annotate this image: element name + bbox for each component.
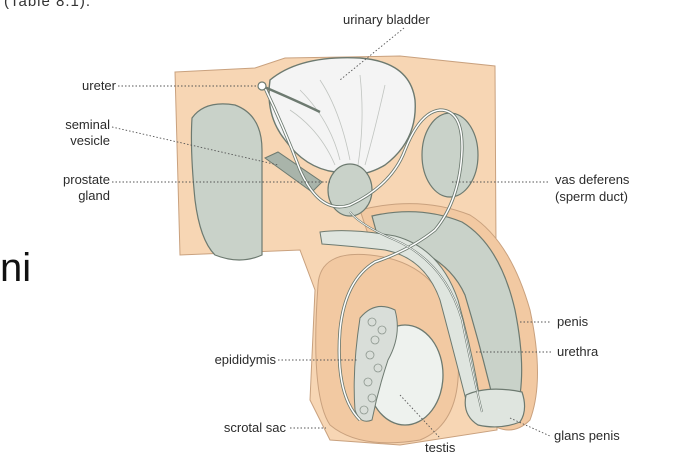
label-testis: testis	[425, 440, 455, 455]
label-prostate-gland-line2: gland	[40, 188, 110, 203]
label-scrotal-sac: scrotal sac	[196, 420, 286, 435]
prostate-shape	[328, 164, 372, 216]
label-penis: penis	[557, 314, 588, 329]
label-prostate-gland-line1: prostate	[40, 172, 110, 187]
cropped-caption-fragment: (Table 8.1).	[4, 0, 91, 10]
label-vas-deferens-line2: (sperm duct)	[555, 189, 628, 204]
label-seminal-vesicle-line2: vesicle	[40, 133, 110, 148]
label-urethra: urethra	[557, 344, 598, 359]
label-epididymis: epididymis	[196, 352, 276, 367]
label-glans-penis: glans penis	[554, 428, 620, 443]
glans-shape	[465, 389, 524, 427]
cropped-side-text-fragment: ni	[0, 246, 31, 291]
rectum-shape	[422, 113, 478, 197]
label-vas-deferens-line1: vas deferens	[555, 172, 629, 187]
label-ureter: ureter	[60, 78, 116, 93]
label-seminal-vesicle-line1: seminal	[40, 117, 110, 132]
ureter-opening	[258, 82, 266, 90]
label-urinary-bladder: urinary bladder	[343, 12, 430, 27]
